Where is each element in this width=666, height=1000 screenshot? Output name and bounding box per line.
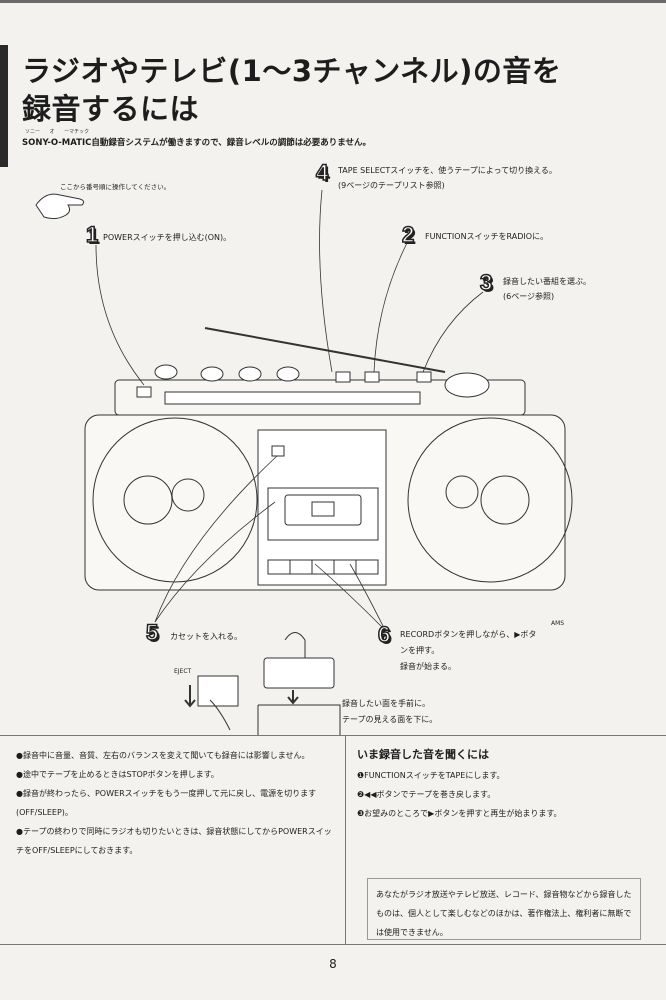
divider-vertical (345, 736, 346, 944)
subtitle-ruby: ソニー オ ーマチック (25, 129, 90, 135)
title-line-2: 録音するには (22, 92, 200, 126)
transport-buttons (267, 559, 379, 575)
cassette-deck (257, 429, 387, 586)
switches (136, 371, 432, 398)
step-3-ref: (6ページ参照) (503, 292, 555, 301)
step-number-1: 1 (85, 221, 99, 248)
note-item: ●録音中に音量、音質、左右のバランスを変えて聞いても録音には影響しません。 (16, 751, 310, 760)
playback-section: いま録音した音を聞くには ❶FUNCTIONスイッチをTAPEにします。 ❷◀◀… (357, 746, 657, 823)
step-number-2: 2 (401, 221, 415, 248)
step-1-text: POWERスイッチを押し込む(ON)。 (103, 233, 232, 242)
step-4-text: TAPE SELECTスイッチを、使うテープによって切り換える。 (338, 166, 557, 175)
tuning-dial (164, 391, 421, 405)
step-number-4: 4 (315, 159, 329, 186)
leader-lines (95, 189, 484, 631)
playback-step: ❷◀◀ボタンでテープを巻き戻します。 (357, 790, 496, 799)
eject-sketch (184, 675, 239, 731)
step-5-text: カセットを入れる。 (170, 632, 242, 641)
playback-heading: いま録音した音を聞くには (357, 748, 489, 761)
step-number-5: 5 (145, 619, 159, 646)
cassette-hint-2: テープの見える面を下に。 (342, 715, 438, 724)
subtitle: SONY-O-MATIC自動録音システムが働きますので、録音レベルの調節は必要あ… (22, 138, 372, 148)
antenna (204, 327, 446, 373)
notes-list: ●録音中に音量、音質、左右のバランスを変えて聞いても録音には影響しません。 ●途… (16, 746, 336, 860)
playback-step: ❸お望みのところで▶ボタンを押すと再生が始まります。 (357, 809, 562, 818)
page-number: 8 (329, 957, 337, 971)
top-border (0, 0, 666, 3)
page-title: ラジオやテレビ(1〜3チャンネル)の音を 録音するには (22, 52, 561, 128)
step-4-ref: (9ページのテープリスト参照) (338, 181, 445, 190)
step-6-text-2: ンを押す。 (400, 646, 440, 655)
note-item: ●途中でテープを止めるときはSTOPボタンを押します。 (16, 770, 219, 779)
pointing-hand-icon (35, 193, 85, 220)
boombox-illustration (35, 189, 573, 735)
step-6-text-1: RECORDボタンを押しながら、▶ボタ (400, 630, 537, 639)
step-number-6: 6 (377, 621, 391, 648)
playback-step: ❶FUNCTIONスイッチをTAPEにします。 (357, 771, 505, 780)
start-hint: ここから番号順に操作してください。 (60, 183, 171, 191)
step-number-3: 3 (479, 269, 493, 296)
note-item: ●録音が終わったら、POWERスイッチをもう一度押して元に戻し、電源を切ります(… (16, 789, 317, 817)
eject-label: EJECT (174, 668, 192, 675)
divider-bottom (0, 944, 666, 945)
section-marker-bar (0, 45, 8, 167)
left-speaker (92, 417, 258, 583)
right-speaker (407, 417, 573, 583)
copyright-notice: あなたがラジオ放送やテレビ放送、レコード、録音物などから録音したものは、個人とし… (367, 878, 641, 940)
step-2-text: FUNCTIONスイッチをRADIOに。 (425, 232, 549, 241)
step-3-text: 録音したい番組を選ぶ。 (503, 277, 591, 286)
divider-top (0, 735, 666, 736)
ams-label: AMS (551, 620, 565, 627)
knobs (154, 364, 490, 398)
note-item: ●テープの終わりで同時にラジオも切りたいときは、録音状態にしてからPOWERスイ… (16, 827, 332, 855)
step-6-text-3: 録音が始まる。 (400, 662, 456, 671)
cassette-insert-sketch (257, 632, 341, 735)
cassette-hint-1: 録音したい面を手前に。 (342, 699, 430, 708)
title-line-1: ラジオやテレビ(1〜3チャンネル)の音を (22, 54, 562, 88)
